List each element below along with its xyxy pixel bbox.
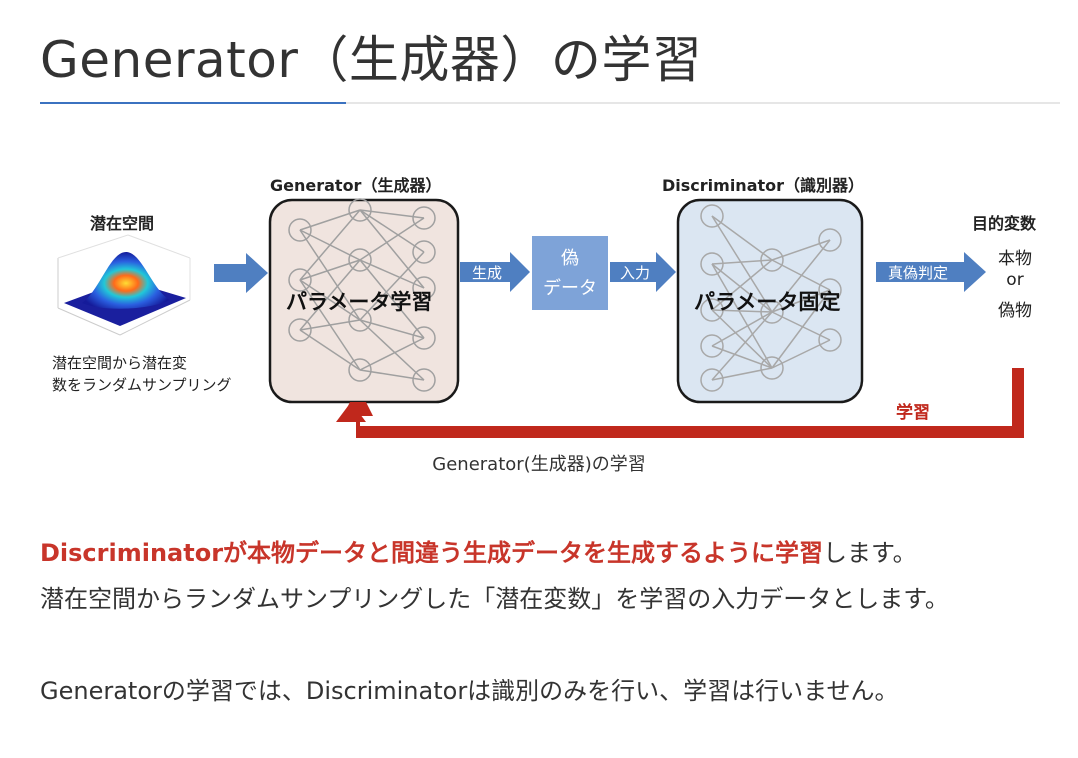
paragraph-1-emphasis: Discriminatorが本物データと間違う生成データを生成するように学習 [40, 539, 824, 567]
arrow-latent-to-generator [214, 253, 268, 293]
latent-sampling-text-1: 潜在空間から潜在変 [52, 354, 188, 372]
arrow-judge [876, 252, 986, 292]
paragraph-1: Discriminatorが本物データと間違う生成データを生成するように学習しま… [40, 530, 1050, 576]
target-line-2: or [1006, 270, 1024, 290]
fake-data-line-1: 偽 [561, 248, 579, 269]
generator-title: Generator（生成器） [270, 176, 442, 195]
paragraph-1-rest: します。 [823, 539, 917, 567]
title-divider-accent [40, 102, 346, 104]
page-title: Generator（生成器）の学習 [40, 31, 703, 89]
latent-space-label: 潜在空間 [90, 214, 155, 233]
arrow-generate [460, 252, 530, 292]
fake-data-box [532, 236, 608, 310]
latent-space-plot [57, 234, 191, 336]
latent-sampling-text-2: 数をランダムサンプリング [52, 376, 232, 394]
arrow-generate-label: 生成 [472, 264, 503, 282]
generator-network [288, 198, 436, 392]
feedback-arrow [343, 368, 1024, 438]
paragraph-2: 潜在空間からランダムサンプリングした「潜在変数」を学習の入力データとします。 [40, 585, 949, 613]
feedback-arrow-head [336, 402, 366, 422]
generator-box-label: パラメータ学習 [286, 290, 433, 314]
fake-data-line-2: データ [543, 278, 597, 299]
title-divider [40, 102, 1060, 104]
arrow-input [610, 252, 676, 292]
arrow-input-label: 入力 [620, 264, 651, 282]
diagram-graphics [57, 198, 1024, 438]
target-title: 目的変数 [972, 214, 1037, 233]
discriminator-box-label: パラメータ固定 [694, 290, 841, 314]
generator-training-diagram: 潜在空間 潜在空間から潜在変 数をランダムサンプリング Generator（生成… [0, 140, 1078, 490]
target-line-1: 本物 [998, 249, 1032, 269]
figure-caption: Generator(生成器)の学習 [432, 454, 646, 475]
target-line-3: 偽物 [998, 301, 1032, 321]
paragraph-3: Generatorの学習では、Discriminatorは識別のみを行い、学習は… [40, 677, 899, 705]
feedback-label: 学習 [896, 403, 930, 423]
discriminator-network [700, 204, 842, 392]
arrow-judge-label: 真偽判定 [888, 264, 949, 282]
discriminator-title: Discriminator（識別器） [662, 176, 865, 195]
